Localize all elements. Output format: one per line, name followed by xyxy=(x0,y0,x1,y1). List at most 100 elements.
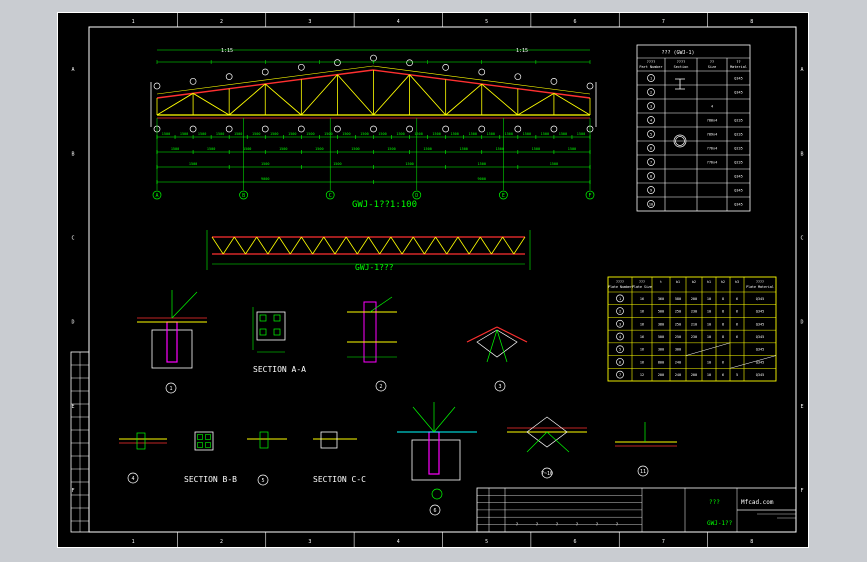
zigzag-web xyxy=(312,236,325,255)
plate-table-header: h1 xyxy=(707,280,711,284)
plate-table-cell: 240 xyxy=(675,360,681,364)
apex-chord xyxy=(466,326,498,343)
dimension-text: 1500 xyxy=(360,132,368,136)
web-member xyxy=(526,431,548,453)
zigzag-web xyxy=(278,236,291,255)
node-plate xyxy=(526,416,568,448)
member-table-cell: Q345 xyxy=(734,189,742,193)
plate-table-header: b2 xyxy=(692,280,696,284)
zigzag-web xyxy=(457,236,470,255)
plate-table-cell: 4 xyxy=(619,335,621,339)
plate-number-circle xyxy=(616,370,624,379)
plate-table-cell: 200 xyxy=(658,373,664,377)
top-chord-title: GWJ-1??? xyxy=(355,263,394,272)
plate-table-cell: 6 xyxy=(736,310,738,314)
grid-bubble-label: E xyxy=(502,193,505,199)
zigzag-web xyxy=(245,236,258,255)
bolt-hole xyxy=(197,434,203,440)
grid-letter-right: A xyxy=(800,67,803,73)
bolt-hole xyxy=(259,314,267,322)
member-table-cell: 9 xyxy=(650,189,652,193)
dimension-text: 1500 xyxy=(351,147,359,151)
detail-bubble-label: 5 xyxy=(261,478,264,484)
member-table-cell: 2 xyxy=(650,91,652,95)
dimension-text: 1500 xyxy=(414,132,422,136)
grid-number-top: 6 xyxy=(574,19,577,25)
grid-number-bottom: 7 xyxy=(662,539,665,545)
slope-mark: 1:15 xyxy=(221,48,233,54)
bolt-hole xyxy=(273,314,281,322)
grid-number-bottom: 4 xyxy=(397,539,400,545)
member-tag xyxy=(261,68,269,76)
title-block-mark: ? xyxy=(596,522,599,527)
plate-table-cell: 16 xyxy=(640,360,644,364)
grid-bubble xyxy=(499,190,508,200)
grid-bubble xyxy=(585,190,595,200)
zigzag-web xyxy=(491,236,503,255)
plate-table-cell: 200 xyxy=(691,297,697,301)
dimension-text: 1500 xyxy=(541,132,549,136)
splice-plate xyxy=(136,432,146,450)
grid-bubble xyxy=(152,190,162,200)
part-number-circle xyxy=(647,144,655,152)
title-block-mark: ? xyxy=(556,522,559,527)
plate-table-cell: 210 xyxy=(691,322,697,326)
member-table-header: ?? xyxy=(736,60,740,64)
site-name: Mfcad.com xyxy=(741,499,774,506)
plate-table-cell: Q345 xyxy=(756,348,764,352)
truss-diagonal xyxy=(192,92,230,116)
plate-table-cell: 10 xyxy=(707,297,711,301)
truss-diagonal xyxy=(517,92,555,116)
zigzag-web xyxy=(502,236,515,255)
plate-table-cell: 200 xyxy=(691,373,697,377)
title-block-mark: ? xyxy=(616,522,619,527)
detail-bubble-label: 4 xyxy=(131,476,134,482)
zigzag-web xyxy=(479,236,492,255)
grid-letter-left: F xyxy=(71,488,74,494)
part-number-circle xyxy=(647,130,655,138)
member-tag xyxy=(189,77,197,85)
part-number-circle xyxy=(647,116,655,124)
grid-letter-left: D xyxy=(71,320,74,326)
dimension-text: 1500 xyxy=(324,132,332,136)
plate-table-cell: 8 xyxy=(722,297,724,301)
plate-table-cell: 230 xyxy=(691,310,697,314)
dimension-text: 1500 xyxy=(315,147,323,151)
detail-bubble xyxy=(375,380,387,392)
dimension-text: 1500 xyxy=(396,132,404,136)
member-tag xyxy=(478,125,486,133)
plate-table-cell: 1 xyxy=(619,297,621,301)
grid-letter-right: C xyxy=(800,235,803,241)
concrete-base xyxy=(151,329,193,369)
truss-diagonal xyxy=(481,83,519,116)
title-block: ?????? xyxy=(476,487,797,533)
member-table-header: ???? xyxy=(677,60,685,64)
bolt-hole xyxy=(205,442,211,448)
member-tag xyxy=(189,125,197,133)
web-member xyxy=(496,329,508,363)
plate-table-header: ??? xyxy=(639,280,645,284)
grid-bubble-label: B xyxy=(242,193,245,199)
column-stub xyxy=(428,431,440,475)
member-table-header: Part Number xyxy=(639,65,662,69)
zigzag-web xyxy=(345,236,358,255)
grid-letter-left: E xyxy=(71,404,74,410)
member-table-cell: Q235 xyxy=(734,119,742,123)
dimension-text: 1500 xyxy=(459,147,467,151)
plate-table-cell: 8 xyxy=(722,322,724,326)
dimension-text: 1500 xyxy=(532,147,540,151)
dimension-text: 1500 xyxy=(568,147,576,151)
dimension-text: 1500 xyxy=(243,147,251,151)
member-table-cell: 6 xyxy=(650,147,652,151)
grid-letter-left: C xyxy=(71,235,74,241)
grid-letter-right: E xyxy=(800,404,803,410)
plate-table-cell: 10 xyxy=(707,322,711,326)
dimension-text: 1500 xyxy=(405,162,413,166)
grid-number-top: 7 xyxy=(662,19,665,25)
dimension-text: 1500 xyxy=(189,162,197,166)
plate-number-circle xyxy=(616,358,624,366)
section-pipe-symbol xyxy=(673,134,687,148)
